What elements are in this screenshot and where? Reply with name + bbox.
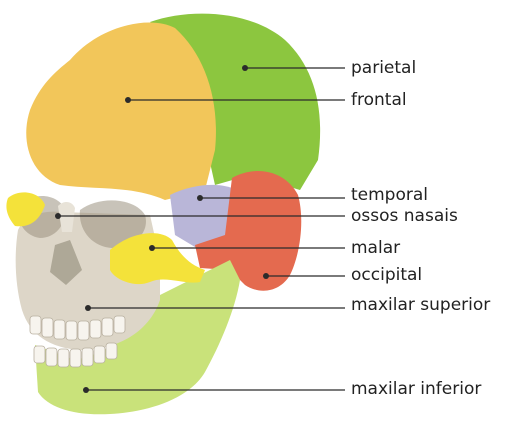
- leader-dot-malar: [149, 245, 155, 251]
- leader-dot-mandible: [83, 387, 89, 393]
- label-malar: malar: [351, 240, 400, 257]
- label-temporal: temporal: [351, 187, 428, 204]
- label-maxilla: maxilar superior: [351, 297, 490, 314]
- label-parietal: parietal: [351, 60, 416, 77]
- leader-dot-parietal: [242, 65, 248, 71]
- frontal-bone: [26, 23, 216, 200]
- leader-dot-occipital: [263, 273, 269, 279]
- label-nasal: ossos nasais: [351, 208, 458, 225]
- label-frontal: frontal: [351, 92, 407, 109]
- leader-dot-frontal: [125, 97, 131, 103]
- label-mandible: maxilar inferior: [351, 381, 481, 398]
- leader-dot-nasal: [55, 213, 61, 219]
- leader-dot-maxilla: [85, 305, 91, 311]
- label-occipital: occipital: [351, 267, 422, 284]
- leader-dot-temporal: [197, 195, 203, 201]
